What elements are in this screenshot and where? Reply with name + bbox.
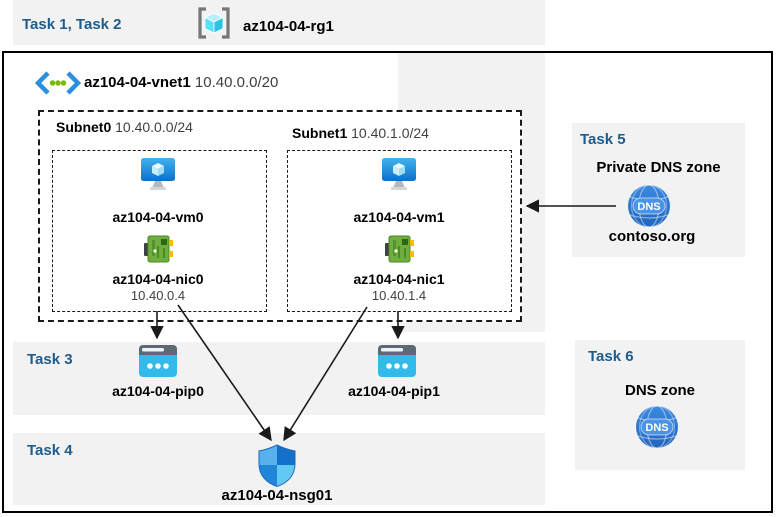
vnet-title: az104-04-vnet1 10.40.0.0/20 [84,74,278,91]
private-dns-zone-title: Private DNS zone [596,159,721,176]
subnet1-label: Subnet1 10.40.1.0/24 [292,125,429,141]
nsg-name: az104-04-nsg01 [221,487,333,504]
subnet0-label: Subnet0 10.40.0.0/24 [56,119,193,135]
nic0-name: az104-04-nic0 [112,271,204,287]
nsg-shield-icon [258,444,296,487]
public-ip-icon [378,345,416,377]
resource-group-name: az104-04-rg1 [243,18,334,35]
nic-icon [144,235,173,263]
nic1-ip: 10.40.1.4 [371,288,427,303]
subnet0-name: Subnet0 [56,119,112,135]
task-6-box [575,340,745,470]
vm1-name: az104-04-vm1 [353,209,445,225]
subnet1-name: Subnet1 [292,125,348,141]
pip1-name: az104-04-pip1 [348,383,440,399]
vm0-name: az104-04-vm0 [112,209,204,225]
dns-icon: DNS [628,184,670,228]
subnet0-cidr: 10.40.0.0/24 [115,119,193,135]
dns-icon-text: DNS [637,201,660,213]
vnet-name: az104-04-vnet1 [84,74,191,91]
vnet-cidr: 10.40.0.0/20 [194,74,279,91]
public-ip-icon [139,345,177,377]
resource-group-icon [198,7,230,39]
nic1-name: az104-04-nic1 [353,271,445,287]
vm-icon [382,158,416,190]
nic-icon [385,235,414,263]
nic0-ip: 10.40.0.4 [130,288,186,303]
private-dns-zone-name: contoso.org [608,228,696,245]
pip0-name: az104-04-pip0 [112,383,204,399]
task-1-2-label: Task 1, Task 2 [22,16,122,33]
task-4-label: Task 4 [27,442,73,459]
task-3-label: Task 3 [27,351,73,368]
task-6-label: Task 6 [588,348,634,365]
vm-icon [141,158,175,190]
dns-icon-text: DNS [645,422,668,434]
dns-icon: DNS [636,405,678,449]
subnet1-cidr: 10.40.1.0/24 [351,125,429,141]
dns-zone-title: DNS zone [624,382,695,399]
vnet-icon [35,71,81,95]
task-3-band [13,342,545,415]
diagram-frame [2,51,773,513]
task-1-2-band [13,0,545,45]
task-5-label: Task 5 [580,131,626,148]
